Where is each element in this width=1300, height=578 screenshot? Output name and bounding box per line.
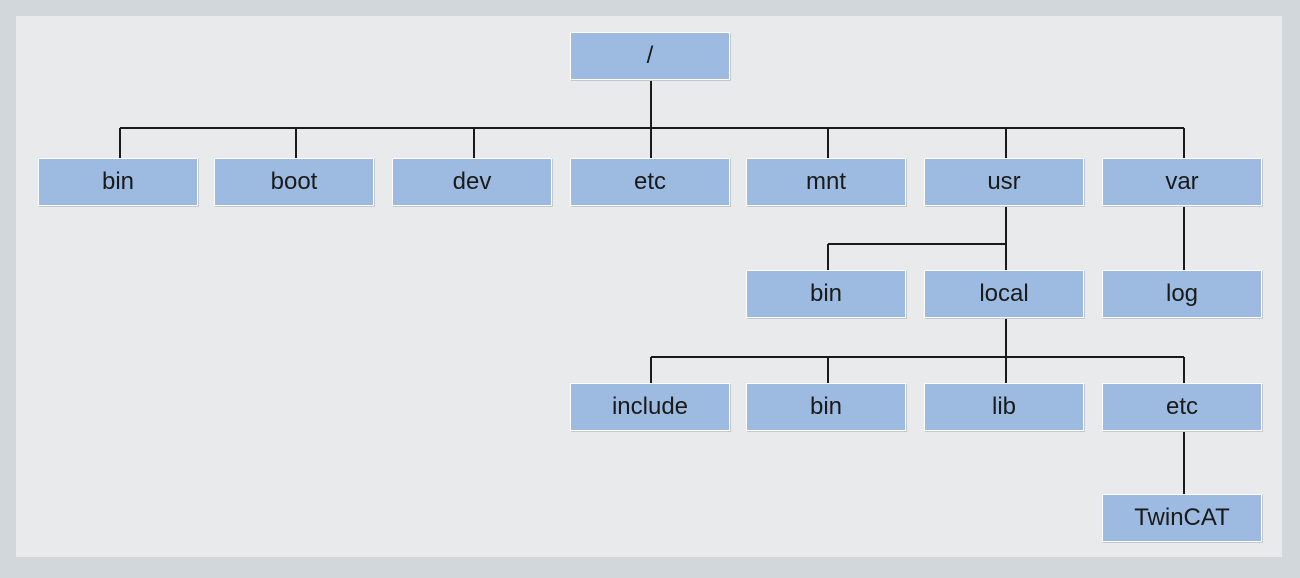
node-etc: etc [570, 158, 730, 206]
node-mnt: mnt [746, 158, 906, 206]
node-label: var [1165, 168, 1199, 195]
node-local-etc: etc [1102, 383, 1262, 431]
node-label: mnt [805, 168, 846, 195]
node-label: log [1165, 280, 1199, 307]
node-usr: usr [924, 158, 1084, 206]
node-label: local [979, 280, 1029, 307]
node-label: lib [991, 393, 1016, 420]
node-usr-bin: bin [746, 270, 906, 318]
node-boot: boot [214, 158, 374, 206]
node-twincat: TwinCAT [1102, 494, 1262, 542]
node-label: bin [809, 393, 843, 420]
node-local-bin: bin [746, 383, 906, 431]
node-var: var [1102, 158, 1262, 206]
node-dev: dev [392, 158, 552, 206]
node-label: etc [1165, 393, 1198, 420]
node-label: include [611, 393, 689, 420]
node-root: / [570, 32, 730, 80]
node-var-log: log [1102, 270, 1262, 318]
node-bin: bin [38, 158, 198, 206]
node-label: etc [633, 168, 666, 195]
node-label: boot [270, 168, 318, 195]
node-label: bin [101, 168, 135, 195]
node-label: dev [452, 168, 492, 195]
node-local-lib: lib [924, 383, 1084, 431]
node-usr-local: local [924, 270, 1084, 318]
node-root-label: / [646, 42, 654, 69]
node-local-include: include [570, 383, 730, 431]
node-label: usr [987, 168, 1021, 195]
node-label: TwinCAT [1134, 504, 1230, 531]
node-label: bin [809, 280, 843, 307]
